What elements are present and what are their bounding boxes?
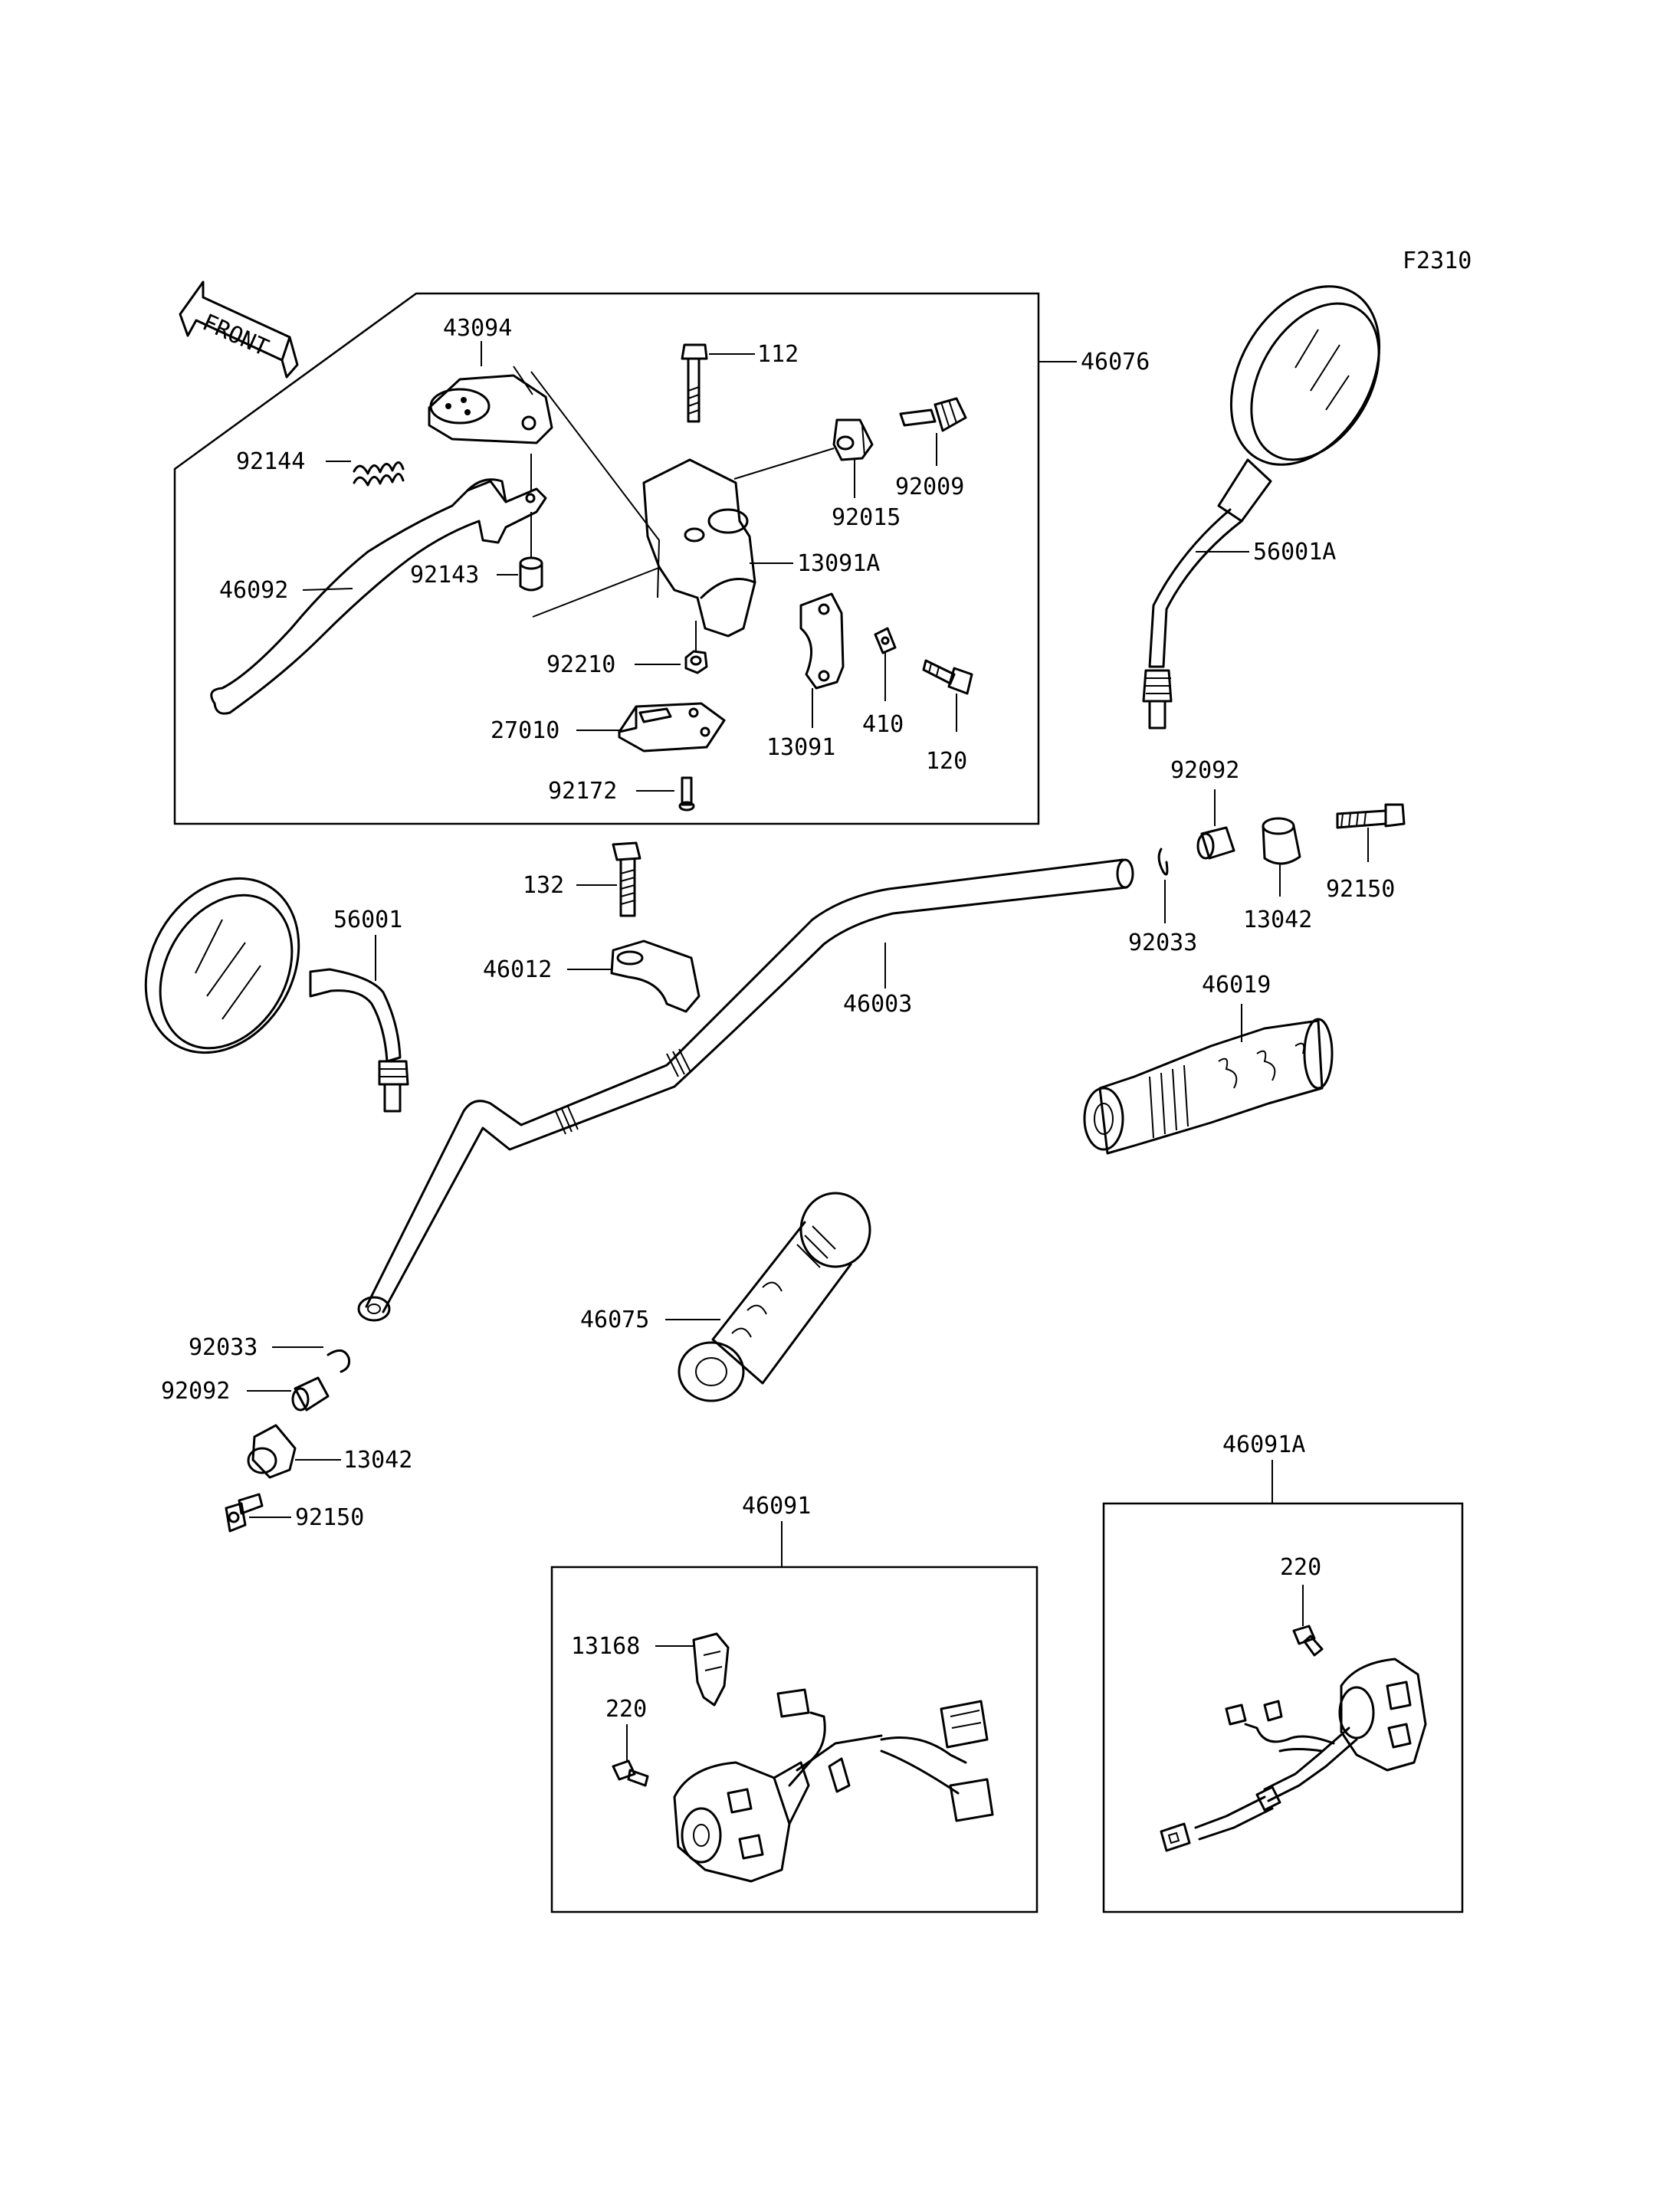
label-92033-right: 92033 [1128,930,1197,956]
label-92009: 92009 [895,474,964,500]
label-46076: 46076 [1081,349,1150,375]
label-132: 132 [523,872,564,899]
label-46091: 46091 [742,1493,811,1520]
front-arrow-label: FRONT [199,309,273,362]
part-92092-collar-lower-icon [291,1376,330,1412]
part-92033-clip-icon [1157,848,1169,876]
part-92210-nut-icon [684,650,708,674]
part-46012-holder-icon [610,939,701,1013]
part-220-screw-left-icon [612,1759,649,1787]
label-56001: 56001 [333,907,402,933]
part-27010-switch-icon [618,702,726,753]
part-56001-mirror-icon [144,877,409,1113]
part-92092-collar-icon [1196,826,1235,860]
label-27010: 27010 [491,717,559,744]
part-112-bolt-icon [681,343,708,423]
part-46003-handlebar-icon [357,858,1134,1322]
part-13091-clamp-icon [799,592,845,690]
part-410-washer-icon [874,627,897,654]
part-92033-clip-lower-icon [326,1349,350,1373]
part-220-screw-right-icon [1292,1625,1324,1657]
part-46091A-switch-housing-icon [1160,1658,1427,1852]
label-56001A: 56001A [1253,539,1336,566]
part-56001A-mirror-icon [1142,285,1381,730]
part-46075-grip-icon [678,1192,871,1402]
part-13168-bracket-icon [692,1632,730,1707]
assembly-box-46076 [173,292,1040,825]
part-92172-screw-icon [678,776,695,812]
label-46003: 46003 [843,991,912,1018]
label-92150-right: 92150 [1326,876,1395,903]
label-43094: 43094 [443,315,512,342]
front-arrow-icon: FRONT [179,280,299,379]
label-46019: 46019 [1202,972,1271,998]
label-46012: 46012 [483,956,552,983]
part-132-bolt-icon [612,841,641,917]
part-92150-bolt-lower-icon [225,1493,264,1533]
part-13042-weight-icon [1262,817,1301,865]
label-92210: 92210 [546,651,615,678]
label-46091A: 46091A [1222,1431,1305,1458]
label-112: 112 [757,341,799,368]
part-43094-icon [428,366,553,444]
part-13042-weight-lower-icon [247,1424,297,1479]
part-46091-switch-housing-icon [673,1688,994,1883]
label-220-left: 220 [605,1696,647,1723]
label-46092: 46092 [219,577,288,604]
label-410: 410 [862,711,904,738]
label-92150-left: 92150 [295,1504,364,1531]
label-92144: 92144 [236,448,305,475]
label-220-right: 220 [1280,1554,1321,1581]
figure-code: F2310 [1403,248,1472,274]
label-92143: 92143 [410,562,479,589]
part-120-bolt-icon [922,659,973,695]
label-13091: 13091 [766,734,835,761]
part-46092-lever-icon [210,478,547,715]
part-46019-grip-icon [1083,1018,1334,1155]
label-13042-left: 13042 [343,1447,412,1474]
label-92172: 92172 [548,778,617,805]
part-92009-screw-icon [899,397,967,432]
assembly-box-46091A [1102,1502,1464,1913]
part-92143-bushing-icon [519,556,543,592]
label-92092-left: 92092 [161,1378,230,1405]
part-92144-spring-icon [353,461,405,487]
part-92015-cap-icon [832,418,874,461]
label-92015: 92015 [832,504,901,531]
label-13042-right: 13042 [1243,907,1312,933]
part-92150-bolt-icon [1336,803,1406,829]
label-13091A: 13091A [797,550,880,577]
part-13091A-master-cylinder-icon [642,458,756,638]
label-46075: 46075 [580,1307,649,1333]
label-13168: 13168 [571,1633,640,1660]
assembly-box-46091 [550,1566,1039,1913]
label-92033-left: 92033 [189,1334,258,1361]
label-92092-right: 92092 [1170,757,1239,784]
label-120: 120 [926,748,967,775]
